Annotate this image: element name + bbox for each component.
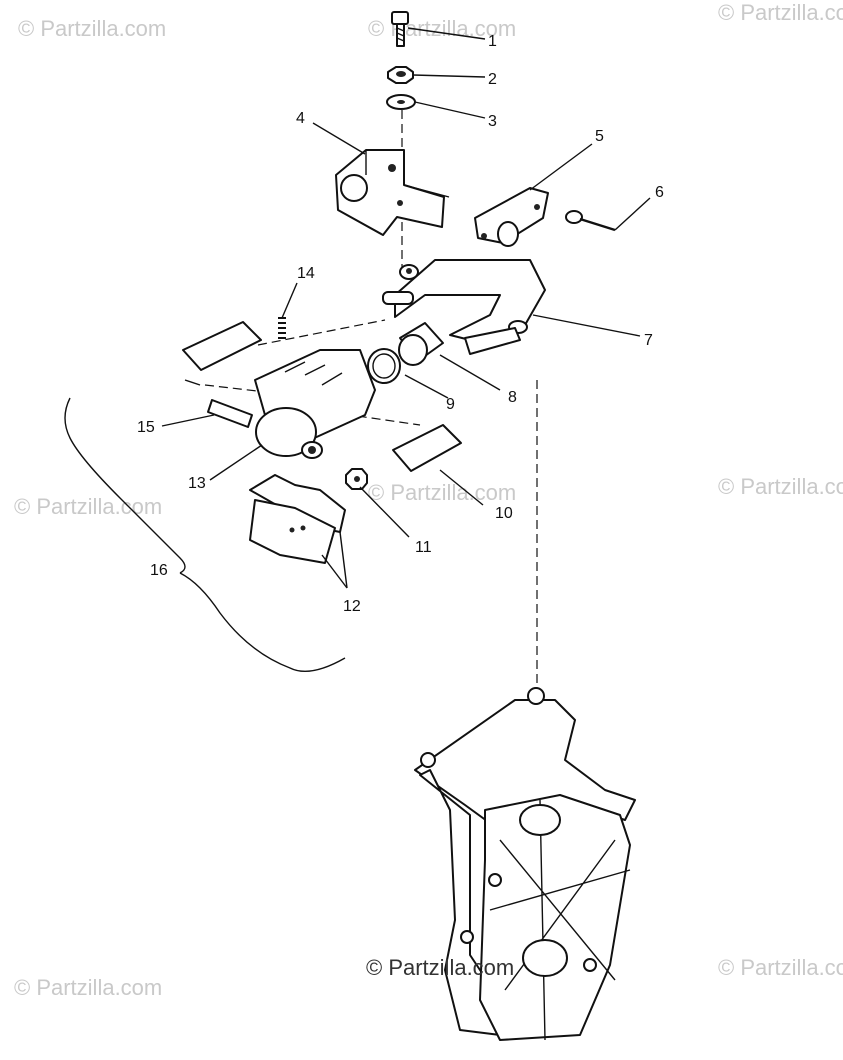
watermark-bottom-left: © Partzilla.com (14, 975, 162, 1000)
watermark-top-right: © Partzilla.com (718, 0, 843, 25)
callout-10: 10 (495, 505, 513, 522)
leader-lines (161, 27, 651, 589)
callout-numbers: 1 2 3 4 5 6 7 8 9 10 11 12 13 14 15 16 (137, 33, 664, 615)
caliper-yoke-part-7 (382, 259, 546, 355)
spring-part-14 (278, 317, 286, 339)
pad-shim-right-part-10 (392, 424, 462, 472)
pivot-arm-part-5 (474, 187, 549, 247)
piston-part-8 (398, 322, 444, 366)
watermark-mid-center: © Partzilla.com (368, 480, 516, 505)
watermark-mid-left: © Partzilla.com (14, 494, 162, 519)
callout-12: 12 (343, 598, 361, 615)
assembly-bracket-16 (64, 397, 346, 672)
bolt-part-1 (391, 11, 409, 47)
pad-shim-left (182, 321, 262, 386)
watermark-center: © Partzilla.com (366, 955, 514, 980)
nut-part-2 (387, 66, 414, 84)
callout-5: 5 (595, 128, 604, 145)
pin-part-6 (565, 210, 616, 232)
watermark-bottom-right: © Partzilla.com (718, 955, 843, 980)
callout-7: 7 (644, 332, 653, 349)
callout-6: 6 (655, 184, 664, 201)
chaincase-housing (414, 687, 636, 1041)
callout-16: 16 (150, 562, 168, 579)
callout-11: 11 (415, 539, 432, 556)
watermarks: © Partzilla.com © Partzilla.com © Partzi… (14, 0, 843, 1000)
washer-part-3 (386, 94, 416, 110)
callout-13: 13 (188, 475, 206, 492)
callout-15: 15 (137, 419, 155, 436)
mounting-bracket-part-4 (335, 149, 450, 236)
callout-9: 9 (446, 396, 455, 413)
nut-part-11 (345, 468, 368, 490)
brake-pads-part-12 (249, 474, 346, 564)
callout-2: 2 (488, 71, 497, 88)
seal-ring-part-9 (367, 348, 401, 384)
callout-1: 1 (488, 33, 497, 50)
callout-4: 4 (296, 110, 305, 127)
watermark-mid-right: © Partzilla.com (718, 474, 843, 499)
callout-3: 3 (488, 113, 497, 130)
watermark-top-left: © Partzilla.com (18, 16, 166, 41)
bleeder-fitting-part-15 (207, 399, 253, 428)
callout-8: 8 (508, 389, 517, 406)
callout-14: 14 (297, 265, 315, 282)
caliper-body (254, 349, 376, 459)
